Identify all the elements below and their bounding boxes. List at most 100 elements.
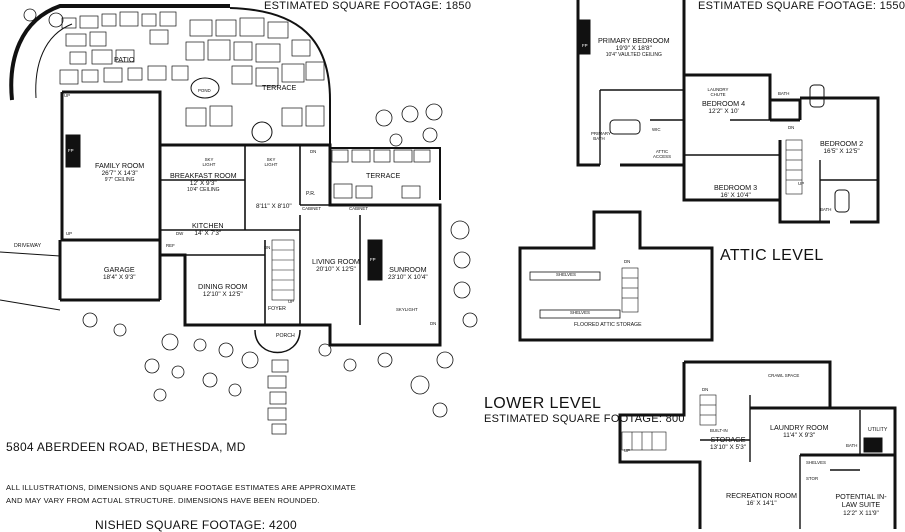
driveway-label: DRIVEWAY: [14, 243, 42, 249]
garden-wall: [9, 3, 230, 101]
bedroom-2-dims: 16'5" X 12'5": [823, 148, 860, 156]
main-dn-label-2: DN: [264, 245, 271, 250]
bedroom-2-name: BEDROOM 2: [820, 139, 864, 148]
in-law-suite-label: POTENTIAL IN-LAW SUITE 12'2" X 11'9": [835, 492, 887, 517]
interior-walls: [160, 145, 361, 325]
hall-label: 8'11" X 8'10": [256, 203, 292, 210]
laundry-room-label: LAUNDRY ROOM 11'4" X 9'3": [770, 423, 829, 440]
terrace-label-left: TERRACE: [262, 83, 297, 92]
main-level-sqft: ESTIMATED SQUARE FOOTAGE: 1850: [264, 0, 472, 12]
garage-dims: 18'4" X 9'3": [103, 274, 136, 282]
primary-bedroom-dims: 19'9" X 18'8": [615, 45, 652, 53]
storage-name: STORAGE: [710, 435, 746, 444]
in-law-suite-dims: 12'2" X 11'9": [843, 509, 879, 517]
upper-bath-label-1: BATH: [778, 91, 790, 96]
main-up-label-3: UP: [288, 299, 295, 304]
breakfast-room-label: BREAKFAST ROOM 12' X 9'3" 10'4" CEILING: [170, 171, 237, 193]
family-room-label: FAMILY ROOM 26'7" X 14'3" 9'7" CEILING: [95, 161, 145, 183]
sunroom-name: SUNROOM: [389, 265, 427, 274]
breakfast-room-note: 10'4" CEILING: [187, 186, 220, 193]
bedroom-2-label: BEDROOM 2 16'5" X 12'5": [820, 139, 864, 156]
lower-level-walls: [618, 360, 897, 529]
primary-bedroom-name: PRIMARY BEDROOM: [598, 36, 670, 45]
terrace-label-right: TERRACE: [366, 171, 401, 180]
refrigerator-label: REF: [166, 243, 175, 248]
walkway: [267, 359, 289, 435]
sunroom-dims: 23'10" X 10'4": [388, 274, 428, 282]
laundry-chute-label: LAUNDRY CHUTE: [707, 87, 729, 97]
breakfast-room-dims: 12' X 9'3": [189, 180, 217, 188]
breakfast-room-name: BREAKFAST ROOM: [170, 171, 237, 180]
lower-stairs: [621, 394, 717, 451]
kitchen-name: KITCHEN: [192, 221, 224, 230]
fireplace-living: [367, 239, 383, 281]
attic-stairs: [621, 267, 639, 313]
wic-label: WIC: [652, 127, 661, 132]
patio-stones: [59, 11, 189, 85]
lower-dn-label: DN: [702, 387, 709, 392]
laundry-room-name: LAUNDRY ROOM: [770, 423, 829, 432]
terrace-stones: [185, 17, 325, 127]
main-dn-label-1: DN: [310, 149, 317, 154]
shrubs: [23, 8, 478, 418]
recreation-room-label: RECREATION ROOM 16' X 14'1": [726, 491, 797, 508]
main-up-label-1: UP: [64, 93, 71, 98]
attic-level-title: ATTIC LEVEL: [720, 247, 824, 264]
recreation-room-name: RECREATION ROOM: [726, 491, 797, 500]
cabinet-label-1: CABINET: [302, 206, 322, 211]
terrace-curve: [229, 7, 331, 145]
dining-room-label: DINING ROOM 12'10" X 12'5": [198, 282, 248, 299]
disclaimer-line-2: AND MAY VARY FROM ACTUAL STRUCTURE. DIME…: [6, 496, 320, 505]
upper-bath-label-2: BATH: [820, 207, 832, 212]
built-in-label: BUILT-IN: [710, 428, 728, 433]
primary-bedroom-label: PRIMARY BEDROOM 19'9" X 18'8" 10'4" VAUL…: [598, 36, 670, 58]
attic-shelves-label-2: SHELVES: [570, 310, 590, 315]
foyer-label: FOYER: [268, 306, 286, 312]
upper-up-label: UP: [798, 181, 805, 186]
main-stairs: [271, 239, 295, 301]
attic-access-label: ATTIC ACCESS: [652, 149, 672, 159]
sunroom-label: SUNROOM 23'10" X 10'4": [388, 265, 428, 282]
utility-label: UTILITY: [868, 427, 888, 433]
skylight-label: SKYLIGHT: [396, 307, 418, 312]
bedroom-4-name: BEDROOM 4: [702, 99, 746, 108]
family-room-note: 9'7" CEILING: [104, 176, 135, 183]
upper-stairs: [785, 139, 803, 195]
upper-level-walls: [576, 0, 880, 224]
primary-bath-label: PRIMARY BATH: [591, 131, 611, 141]
upper-level-sqft: ESTIMATED SQUARE FOOTAGE: 1550: [698, 0, 905, 12]
dining-room-dims: 12'10" X 12'5": [202, 291, 243, 299]
finished-square-footage: NISHED SQUARE FOOTAGE: 4200: [95, 518, 297, 532]
stor-label: STOR: [806, 476, 819, 481]
family-room-name: FAMILY ROOM: [95, 161, 145, 170]
upper-fp-label: FP: [582, 43, 588, 48]
garage-label: GARAGE 18'4" X 9'3": [103, 265, 136, 282]
lower-level-title: LOWER LEVEL: [484, 395, 602, 412]
property-address: 5804 ABERDEEN ROAD, BETHESDA, MD: [6, 440, 246, 454]
storage-dims: 13'10" X 5'3": [710, 444, 747, 452]
powder-room-label: P.R.: [306, 191, 316, 197]
crawl-space-label: CRAWL SPACE: [768, 373, 800, 378]
sky-light-label-2: SKY LIGHT: [264, 157, 278, 167]
fireplace-family: [65, 134, 81, 168]
living-room-dims: 20'10" X 12'5": [316, 266, 356, 274]
attic-outline: [518, 210, 714, 342]
dishwasher-label: DW: [176, 231, 184, 236]
living-room-name: LIVING ROOM: [312, 257, 360, 266]
main-up-label-2: UP: [66, 231, 73, 236]
dining-room-name: DINING ROOM: [198, 282, 248, 291]
lower-level-sqft: ESTIMATED SQUARE FOOTAGE: 800: [484, 413, 685, 425]
bedroom-4-dims: 12'2" X 10': [708, 108, 739, 116]
attic-dn-label: DN: [624, 259, 631, 264]
cabinet-label-2: CABINET: [349, 206, 369, 211]
family-room-dims: 26'7" X 14'3": [101, 170, 138, 178]
porch-label: PORCH: [276, 333, 295, 339]
main-dn-label-3: DN: [430, 321, 437, 326]
primary-bedroom-note: 10'4" VAULTED CEILING: [605, 51, 662, 58]
right-terrace-stones: [331, 149, 431, 199]
main-house-walls: [58, 90, 442, 347]
hall-dims: 8'11" X 8'10": [256, 203, 292, 210]
bedroom-3-name: BEDROOM 3: [714, 183, 758, 192]
recreation-room-dims: 16' X 14'1": [746, 500, 777, 508]
